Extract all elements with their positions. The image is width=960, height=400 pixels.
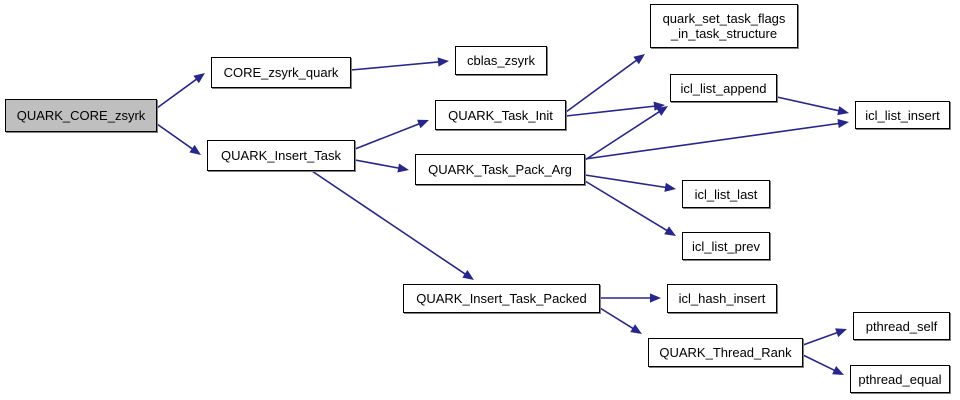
node-quark_task_pack_arg[interactable]: QUARK_Task_Pack_Arg [415,154,585,185]
node-label-quark_insert_task: QUARK_Insert_Task [221,148,341,163]
node-icl_list_append[interactable]: icl_list_append [670,74,777,102]
node-label-icl_list_prev: icl_list_prev [692,238,760,254]
node-quark_task_init[interactable]: QUARK_Task_Init [435,100,566,130]
edge-quark_task_init-to-quark_set_task_flags_in_task_structure [565,54,645,113]
edge-quark_thread_rank-to-pthread_self [802,328,847,346]
edge-icl_list_append-to-icl_list_insert [776,96,849,116]
edge-quark_core_zsyrk-to-quark_insert_task [156,123,201,155]
node-label-core_zsyrk_quark: CORE_zsyrk_quark [223,65,339,80]
node-icl_hash_insert[interactable]: icl_hash_insert [667,284,777,313]
node-label-quark_set_task_flags_in_task_structure: quark_set_task_flags _in_task_structure [662,11,786,41]
node-cblas_zsyrk[interactable]: cblas_zsyrk [455,46,547,75]
edge-quark_task_init-to-icl_list_append [565,101,665,117]
edge-quark_task_pack_arg-to-icl_list_append [584,106,668,161]
node-label-quark_task_pack_arg: QUARK_Task_Pack_Arg [428,162,572,177]
edge-quark_insert_task_packed-to-quark_thread_rank [599,307,642,334]
edge-quark_task_pack_arg-to-icl_list_prev [584,180,676,236]
node-label-cblas_zsyrk: cblas_zsyrk [467,53,535,68]
node-label-pthread_equal: pthread_equal [858,371,942,387]
node-icl_list_last[interactable]: icl_list_last [682,180,770,208]
node-label-quark_thread_rank: QUARK_Thread_Rank [659,345,792,360]
edge-quark_thread_rank-to-pthread_equal [802,354,844,375]
node-quark_insert_task_packed[interactable]: QUARK_Insert_Task_Packed [403,284,600,313]
node-pthread_equal[interactable]: pthread_equal [850,365,950,393]
node-label-icl_list_last: icl_list_last [694,186,758,202]
node-label-icl_hash_insert: icl_hash_insert [678,291,766,306]
edge-quark_task_pack_arg-to-icl_list_last [584,174,676,192]
node-label-quark_insert_task_packed: QUARK_Insert_Task_Packed [416,291,587,306]
node-quark_core_zsyrk[interactable]: QUARK_CORE_zsyrk [5,99,157,132]
node-pthread_self[interactable]: pthread_self [853,312,950,340]
edge-quark_insert_task-to-quark_insert_task_packed [311,170,474,280]
edge-quark_insert_task-to-quark_task_init [354,119,429,150]
node-quark_thread_rank[interactable]: QUARK_Thread_Rank [648,338,803,367]
edge-core_zsyrk_quark-to-cblas_zsyrk [350,57,449,71]
node-icl_list_insert[interactable]: icl_list_insert [855,101,950,129]
node-label-quark_core_zsyrk: QUARK_CORE_zsyrk [16,108,146,123]
node-quark_insert_task[interactable]: QUARK_Insert_Task [207,140,355,171]
edge-quark_insert_task_packed-to-icl_hash_insert [600,293,661,303]
node-label-icl_list_insert: icl_list_insert [865,107,940,123]
node-quark_set_task_flags_in_task_structure[interactable]: quark_set_task_flags _in_task_structure [650,4,798,48]
edge-quark_core_zsyrk-to-core_zsyrk_quark [156,73,205,109]
node-label-icl_list_append: icl_list_append [680,80,767,96]
node-icl_list_prev[interactable]: icl_list_prev [682,232,770,260]
edge-quark_task_pack_arg-to-icl_list_insert [584,118,849,160]
edge-quark_insert_task-to-quark_task_pack_arg [354,159,409,173]
node-label-quark_task_init: QUARK_Task_Init [448,107,553,123]
node-core_zsyrk_quark[interactable]: CORE_zsyrk_quark [211,57,351,88]
node-label-pthread_self: pthread_self [865,318,938,334]
